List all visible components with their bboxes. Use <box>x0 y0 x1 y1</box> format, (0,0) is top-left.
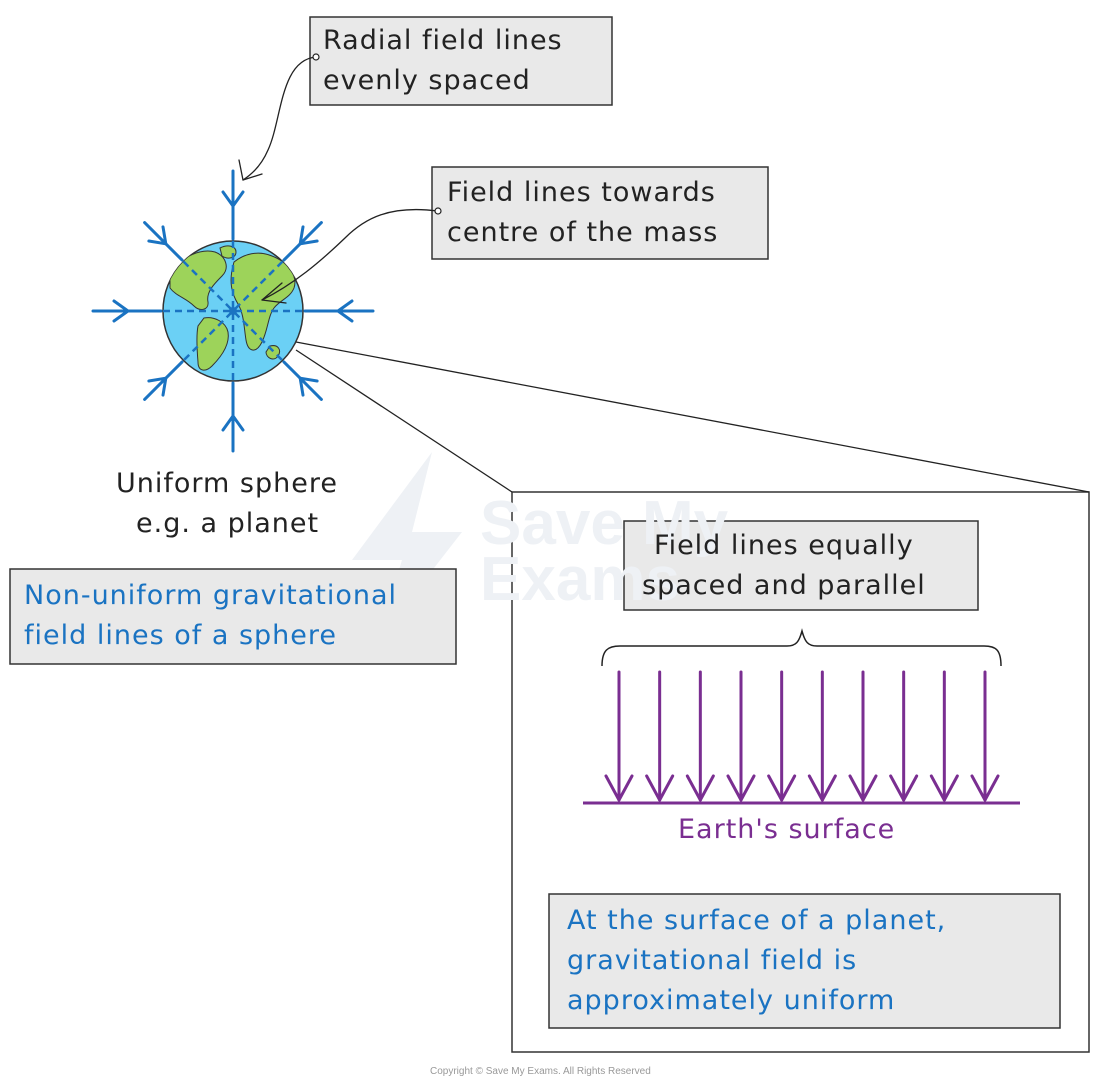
zoom-panel <box>511 491 1090 1053</box>
watermark-text: Save My Exams <box>480 489 729 614</box>
radial-arrowhead <box>221 190 245 208</box>
uniform-field-arrowhead <box>929 774 959 802</box>
radial-arrowhead <box>147 376 168 397</box>
radial-label-box <box>309 16 613 106</box>
radial-arrowhead <box>112 299 130 323</box>
uniform-field-arrowhead <box>726 774 756 802</box>
sphere-caption: Uniform sphere e.g. a planet <box>116 468 338 539</box>
radial-arrowhead <box>298 376 319 397</box>
radial-arrowhead <box>147 225 168 246</box>
towards-label: Field lines towards centre of the mass <box>447 177 719 248</box>
uniform-field-arrowhead <box>685 774 715 802</box>
zoom-connector-line <box>295 341 1090 493</box>
radial-field-line <box>282 221 323 262</box>
copyright-text: Copyright © Save My Exams. All Rights Re… <box>430 1066 651 1077</box>
towards-label-box <box>431 166 769 260</box>
surface-label: At the surface of a planet, gravitationa… <box>567 905 947 1016</box>
equal-label-box <box>623 520 979 611</box>
radial-callout-arrowhead <box>238 159 263 181</box>
uniform-field-arrowhead <box>604 774 634 802</box>
radial-arrowhead <box>336 299 354 323</box>
watermark-logo-icon <box>352 452 462 640</box>
uniform-field-arrows <box>604 670 1000 802</box>
nonuniform-label-box <box>9 568 457 665</box>
equal-label: Field lines equally spaced and parallel <box>642 530 926 601</box>
uniform-field-arrowhead <box>807 774 837 802</box>
uniform-field-arrowhead <box>889 774 919 802</box>
surface-label-box <box>548 893 1061 1029</box>
uniform-field-arrowhead <box>645 774 675 802</box>
radial-field-line <box>143 221 184 262</box>
uniform-field-arrowhead <box>970 774 1000 802</box>
nonuniform-label: Non-uniform gravitational field lines of… <box>24 580 397 651</box>
radial-field-line <box>143 360 184 401</box>
radial-field-line <box>282 360 323 401</box>
radial-field-lines <box>91 169 375 453</box>
uniform-field-arrowhead <box>848 774 878 802</box>
earth-globe-icon <box>162 240 304 382</box>
radial-arrowhead <box>298 225 319 246</box>
zoom-connector-line <box>295 349 513 493</box>
radial-callout-line <box>242 56 317 181</box>
uniform-field-arrowhead <box>767 774 797 802</box>
earth-surface-label: Earth's surface <box>678 814 896 845</box>
radial-label: Radial field lines evenly spaced <box>323 25 563 96</box>
towards-callout-arrowhead <box>261 282 287 304</box>
towards-callout-line <box>261 208 439 301</box>
brace <box>601 628 1002 667</box>
radial-arrowhead <box>221 414 245 432</box>
